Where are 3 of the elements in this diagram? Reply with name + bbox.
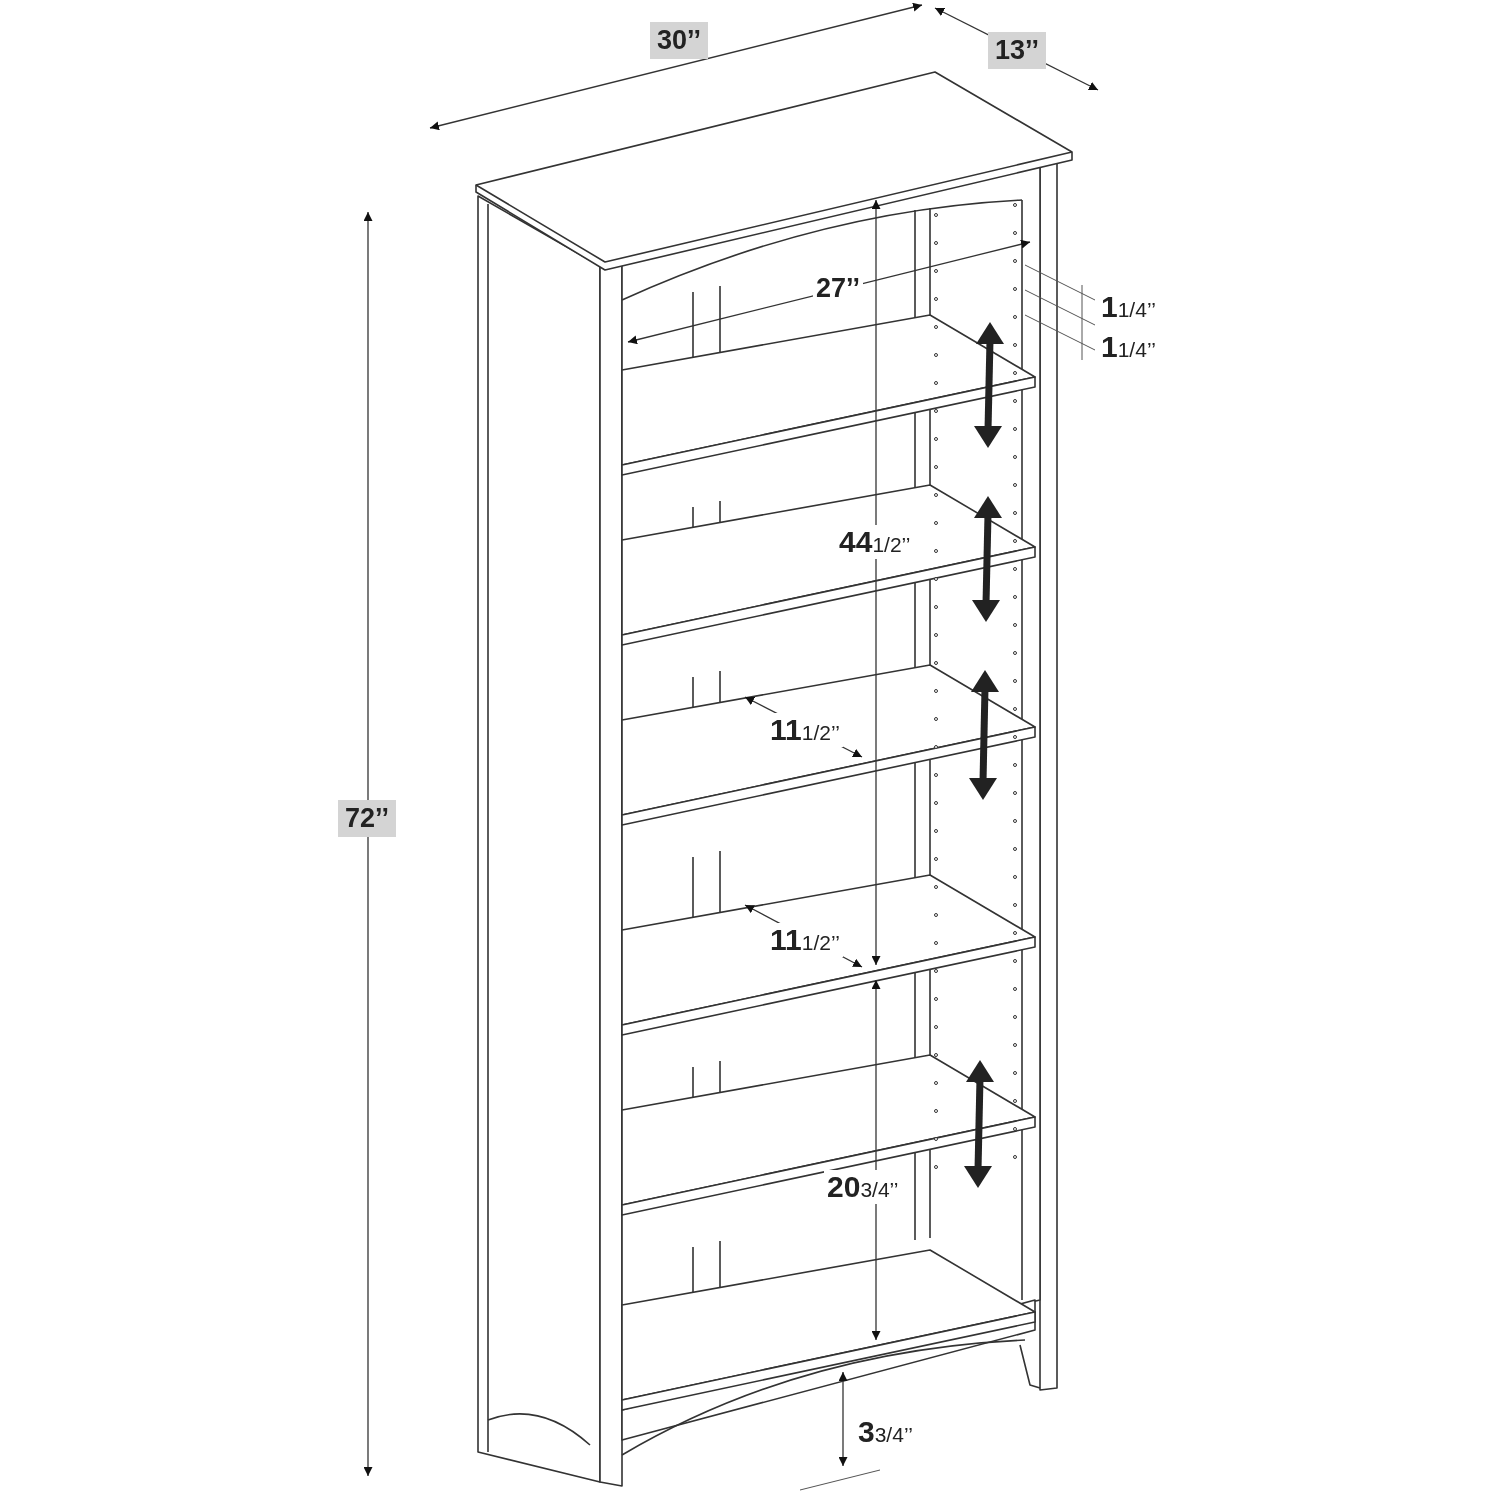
dimension-label: 72’’ — [338, 800, 397, 837]
dimension-label: 13’’ — [988, 32, 1047, 69]
dimension-label: 30’’ — [650, 22, 709, 59]
